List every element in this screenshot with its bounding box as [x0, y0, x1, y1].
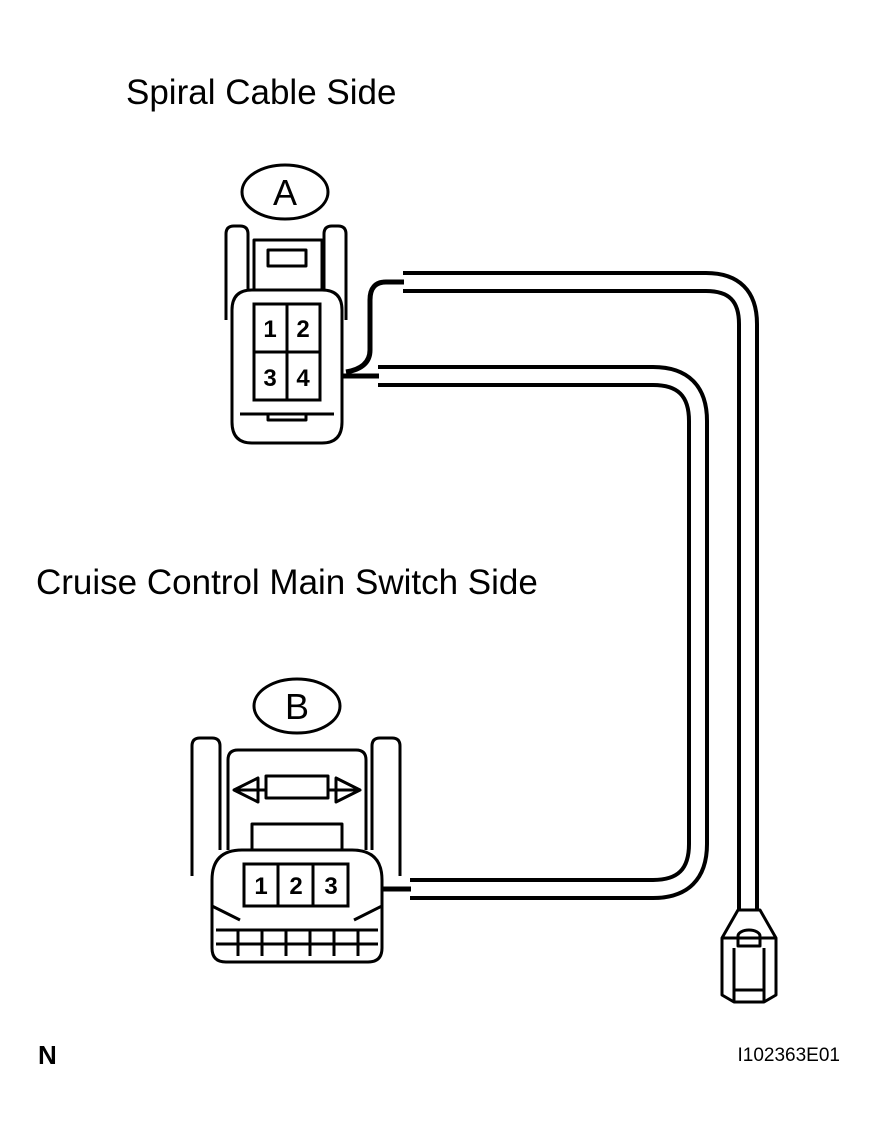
cruise-control-main-switch-side-label: Cruise Control Main Switch Side	[36, 563, 538, 602]
connector-a-pin-grid	[252, 302, 322, 402]
illustration-id: I102363E01	[738, 1045, 841, 1066]
connector-b-pin-1: 1	[254, 873, 267, 900]
connector-a: A 1 2 3 4	[224, 163, 348, 445]
connector-a-pin-4: 4	[296, 365, 310, 392]
spiral-cable-side-label: Spiral Cable Side	[126, 73, 396, 112]
connector-a-badge	[240, 163, 330, 221]
connector-b-pin-3: 3	[324, 873, 337, 900]
connector-b-badge	[252, 677, 342, 735]
connector-b-housing	[190, 736, 402, 964]
corner-mark: N	[38, 1040, 57, 1070]
connector-b-label: B	[285, 686, 309, 727]
cable-harness	[342, 271, 759, 912]
connector-b-pin-2: 2	[289, 873, 302, 900]
connector-a-pin-3: 3	[263, 365, 276, 392]
cable-end-plug	[720, 908, 778, 1004]
connector-a-label: A	[273, 172, 297, 213]
connector-a-pin-1: 1	[263, 316, 276, 343]
connector-a-pin-2: 2	[296, 316, 309, 343]
connector-b-pin-grid	[242, 862, 350, 908]
connector-b: B	[190, 677, 402, 964]
